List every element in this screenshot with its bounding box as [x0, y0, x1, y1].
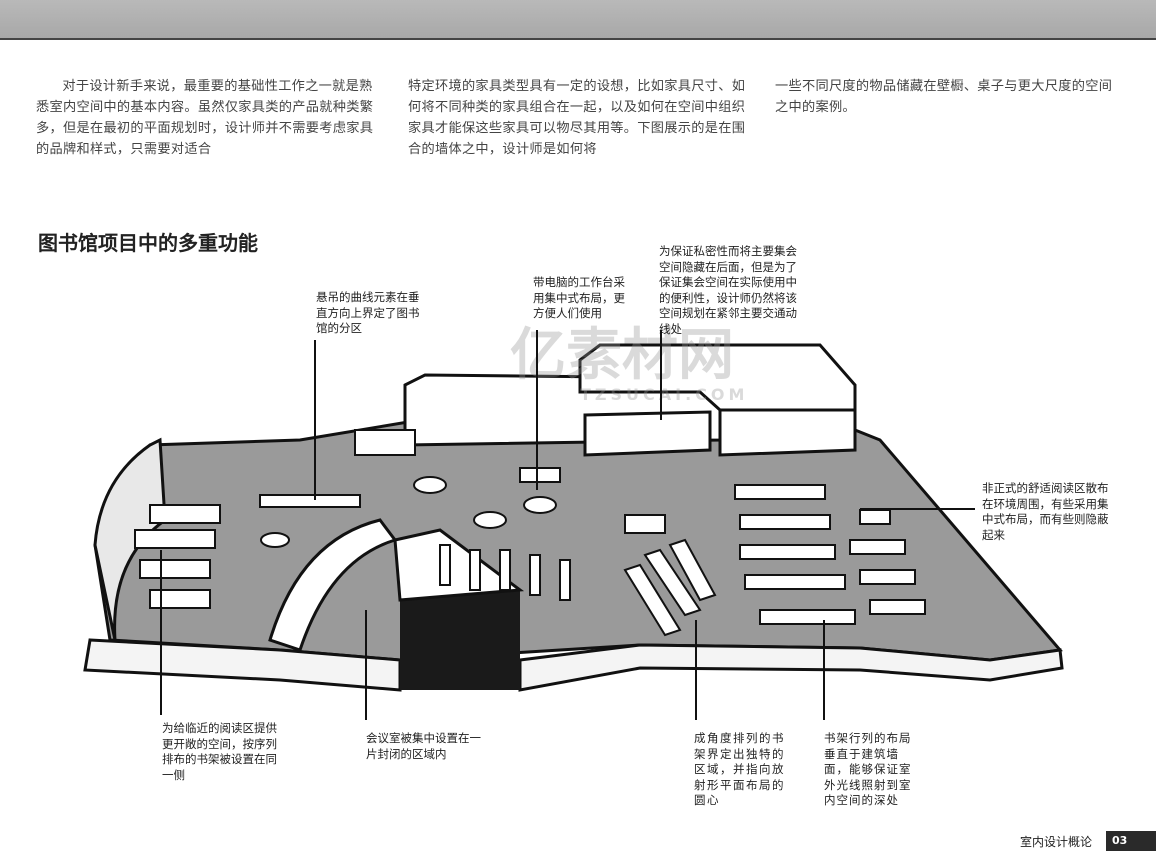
intro-column-1: 对于设计新手来说，最重要的基础性工作之一就是熟悉室内空间中的基本内容。虽然仅家具… [36, 79, 374, 157]
annotation-informal-reading: 非正式的舒适阅读区散布在环境周围，有些采用集中式布局，而有些则隐蔽起来 [982, 481, 1109, 542]
section-title: 图书馆项目中的多重功能 [38, 231, 258, 255]
annotation-meeting-rooms: 会议室被集中设置在一片封闭的区域内 [366, 731, 481, 761]
intro-column-2: 特定环境的家具类型具有一定的设想，比如家具尺寸、如何将不同种类的家具组合在一起，… [408, 79, 746, 157]
header-band [0, 0, 1156, 40]
leader-line [823, 620, 825, 720]
annotation-angled-shelves: 成角度排列的书架界定出独特的区域，并指向放射形平面布局的圆心 [694, 731, 785, 807]
leader-line [660, 330, 662, 420]
leader-line [365, 610, 367, 720]
annotation-shelf-rows: 书架行列的布局垂直于建筑墙面，能够保证室外光线照射到室内空间的深处 [824, 731, 912, 807]
leader-line [860, 508, 975, 510]
leader-line [695, 620, 697, 720]
leader-line [536, 330, 538, 490]
leader-line [314, 340, 316, 500]
annotation-private-assembly: 为保证私密性而将主要集会空间隐藏在后面，但是为了保证集会空间在实际使用中的便利性… [659, 244, 797, 336]
annotation-computer-workstations: 带电脑的工作台采用集中式布局，更方便人们使用 [533, 275, 625, 320]
annotation-curved-elements: 悬吊的曲线元素在垂直方向上界定了图书馆的分区 [316, 290, 420, 335]
page-number: 03 [1106, 831, 1156, 851]
chapter-label: 室内设计概论 [1019, 835, 1092, 849]
annotation-shelves-one-side: 为给临近的阅读区提供更开敞的空间，按序列排布的书架被设置在同一侧 [162, 721, 277, 782]
leader-line [160, 550, 162, 715]
intro-column-3: 一些不同尺度的物品储藏在壁橱、桌子与更大尺度的空间之中的案例。 [775, 79, 1113, 115]
